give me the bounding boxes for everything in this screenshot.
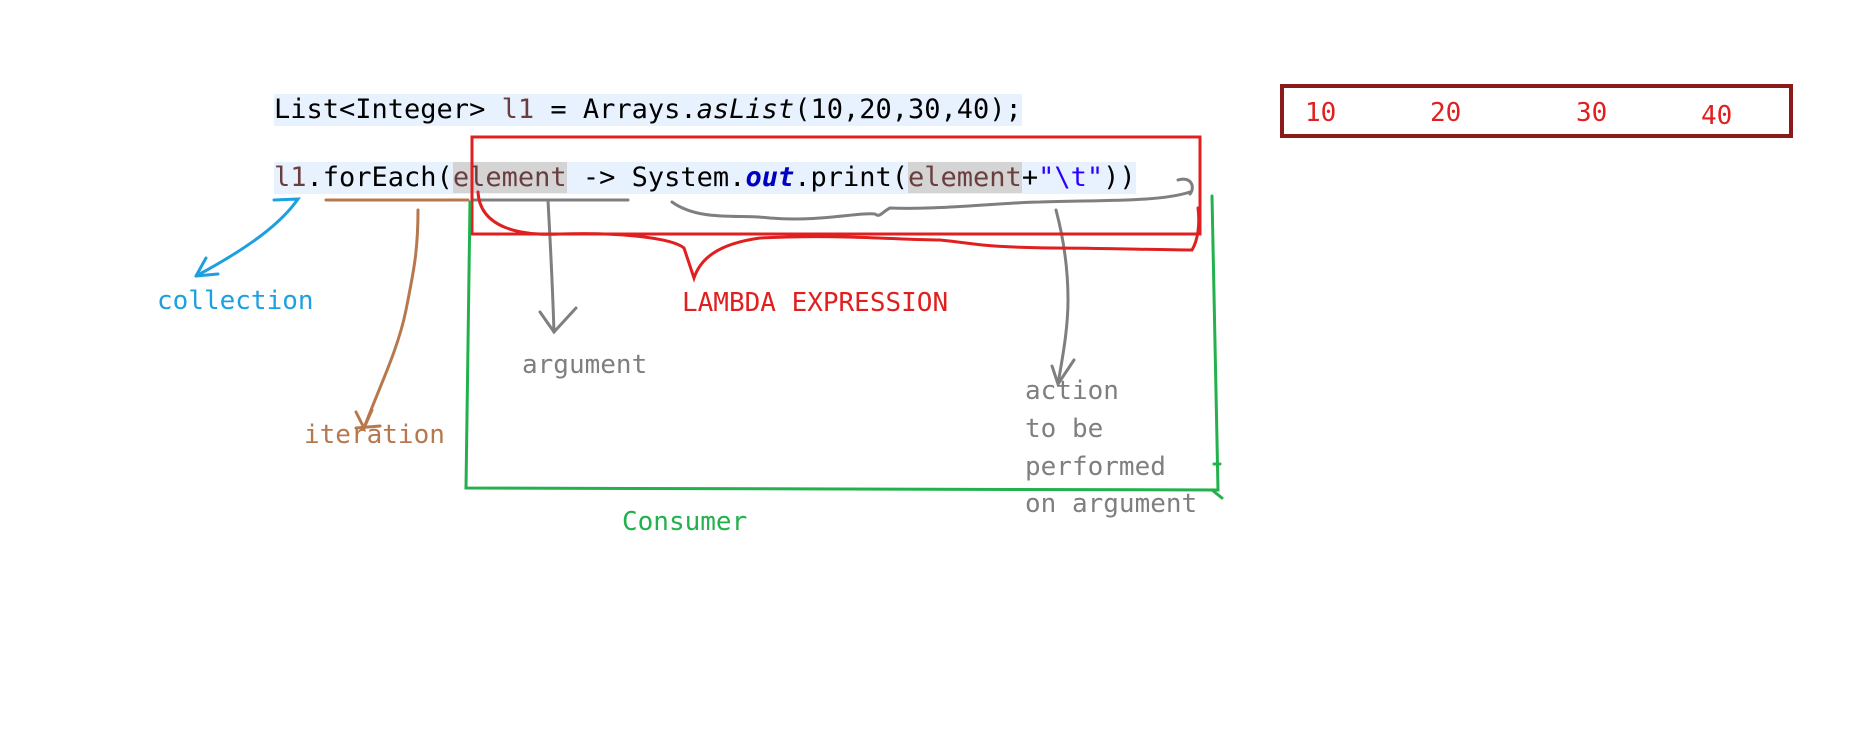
- code-close: )): [1103, 162, 1136, 193]
- argument-arrow: [472, 198, 630, 335]
- output-value: 40: [1701, 101, 1733, 131]
- collection-arrow: [194, 197, 301, 278]
- output-value: 30: [1576, 98, 1608, 128]
- code-arrow: -> System.: [566, 162, 746, 193]
- code-param-element-usage: element: [908, 162, 1022, 193]
- code-var-l1-call: l1: [274, 162, 307, 193]
- collection-label: collection: [157, 286, 314, 316]
- action-label-line4: on argument: [1025, 489, 1198, 519]
- action-arrow: [670, 177, 1194, 388]
- consumer-box: [464, 194, 1224, 500]
- code-method-aslist: asList: [696, 94, 795, 125]
- code-type: List<Integer>: [274, 94, 502, 125]
- action-label-line1: action: [1025, 376, 1119, 406]
- code-print: .print(: [794, 162, 909, 193]
- consumer-label: Consumer: [622, 507, 748, 537]
- code-var-l1: l1: [501, 94, 535, 125]
- code-line-foreach: l1.forEach(element -> System.out.print(e…: [274, 162, 1136, 194]
- lambda-box: [470, 135, 1202, 283]
- output-console-box: 10 20 30 40: [1280, 84, 1793, 138]
- output-value: 20: [1430, 98, 1462, 128]
- argument-label: argument: [522, 350, 648, 380]
- code-line-list-declaration: List<Integer> l1 = Arrays.asList(10,20,3…: [274, 94, 1022, 126]
- action-label-line2: to be: [1025, 414, 1104, 444]
- action-label-line3: performed: [1025, 452, 1166, 482]
- code-foreach: .forEach(: [306, 162, 453, 193]
- code-assign: = Arrays.: [534, 94, 697, 125]
- iteration-arrow: [324, 198, 470, 432]
- output-value: 10: [1305, 98, 1337, 128]
- iteration-label: iteration: [304, 420, 445, 450]
- code-plus: +: [1021, 162, 1039, 193]
- code-field-out: out: [745, 162, 795, 193]
- code-args: (10,20,30,40);: [794, 94, 1022, 125]
- code-string-tab: "\t": [1038, 162, 1104, 193]
- lambda-expression-label: LAMBDA EXPRESSION: [682, 288, 949, 318]
